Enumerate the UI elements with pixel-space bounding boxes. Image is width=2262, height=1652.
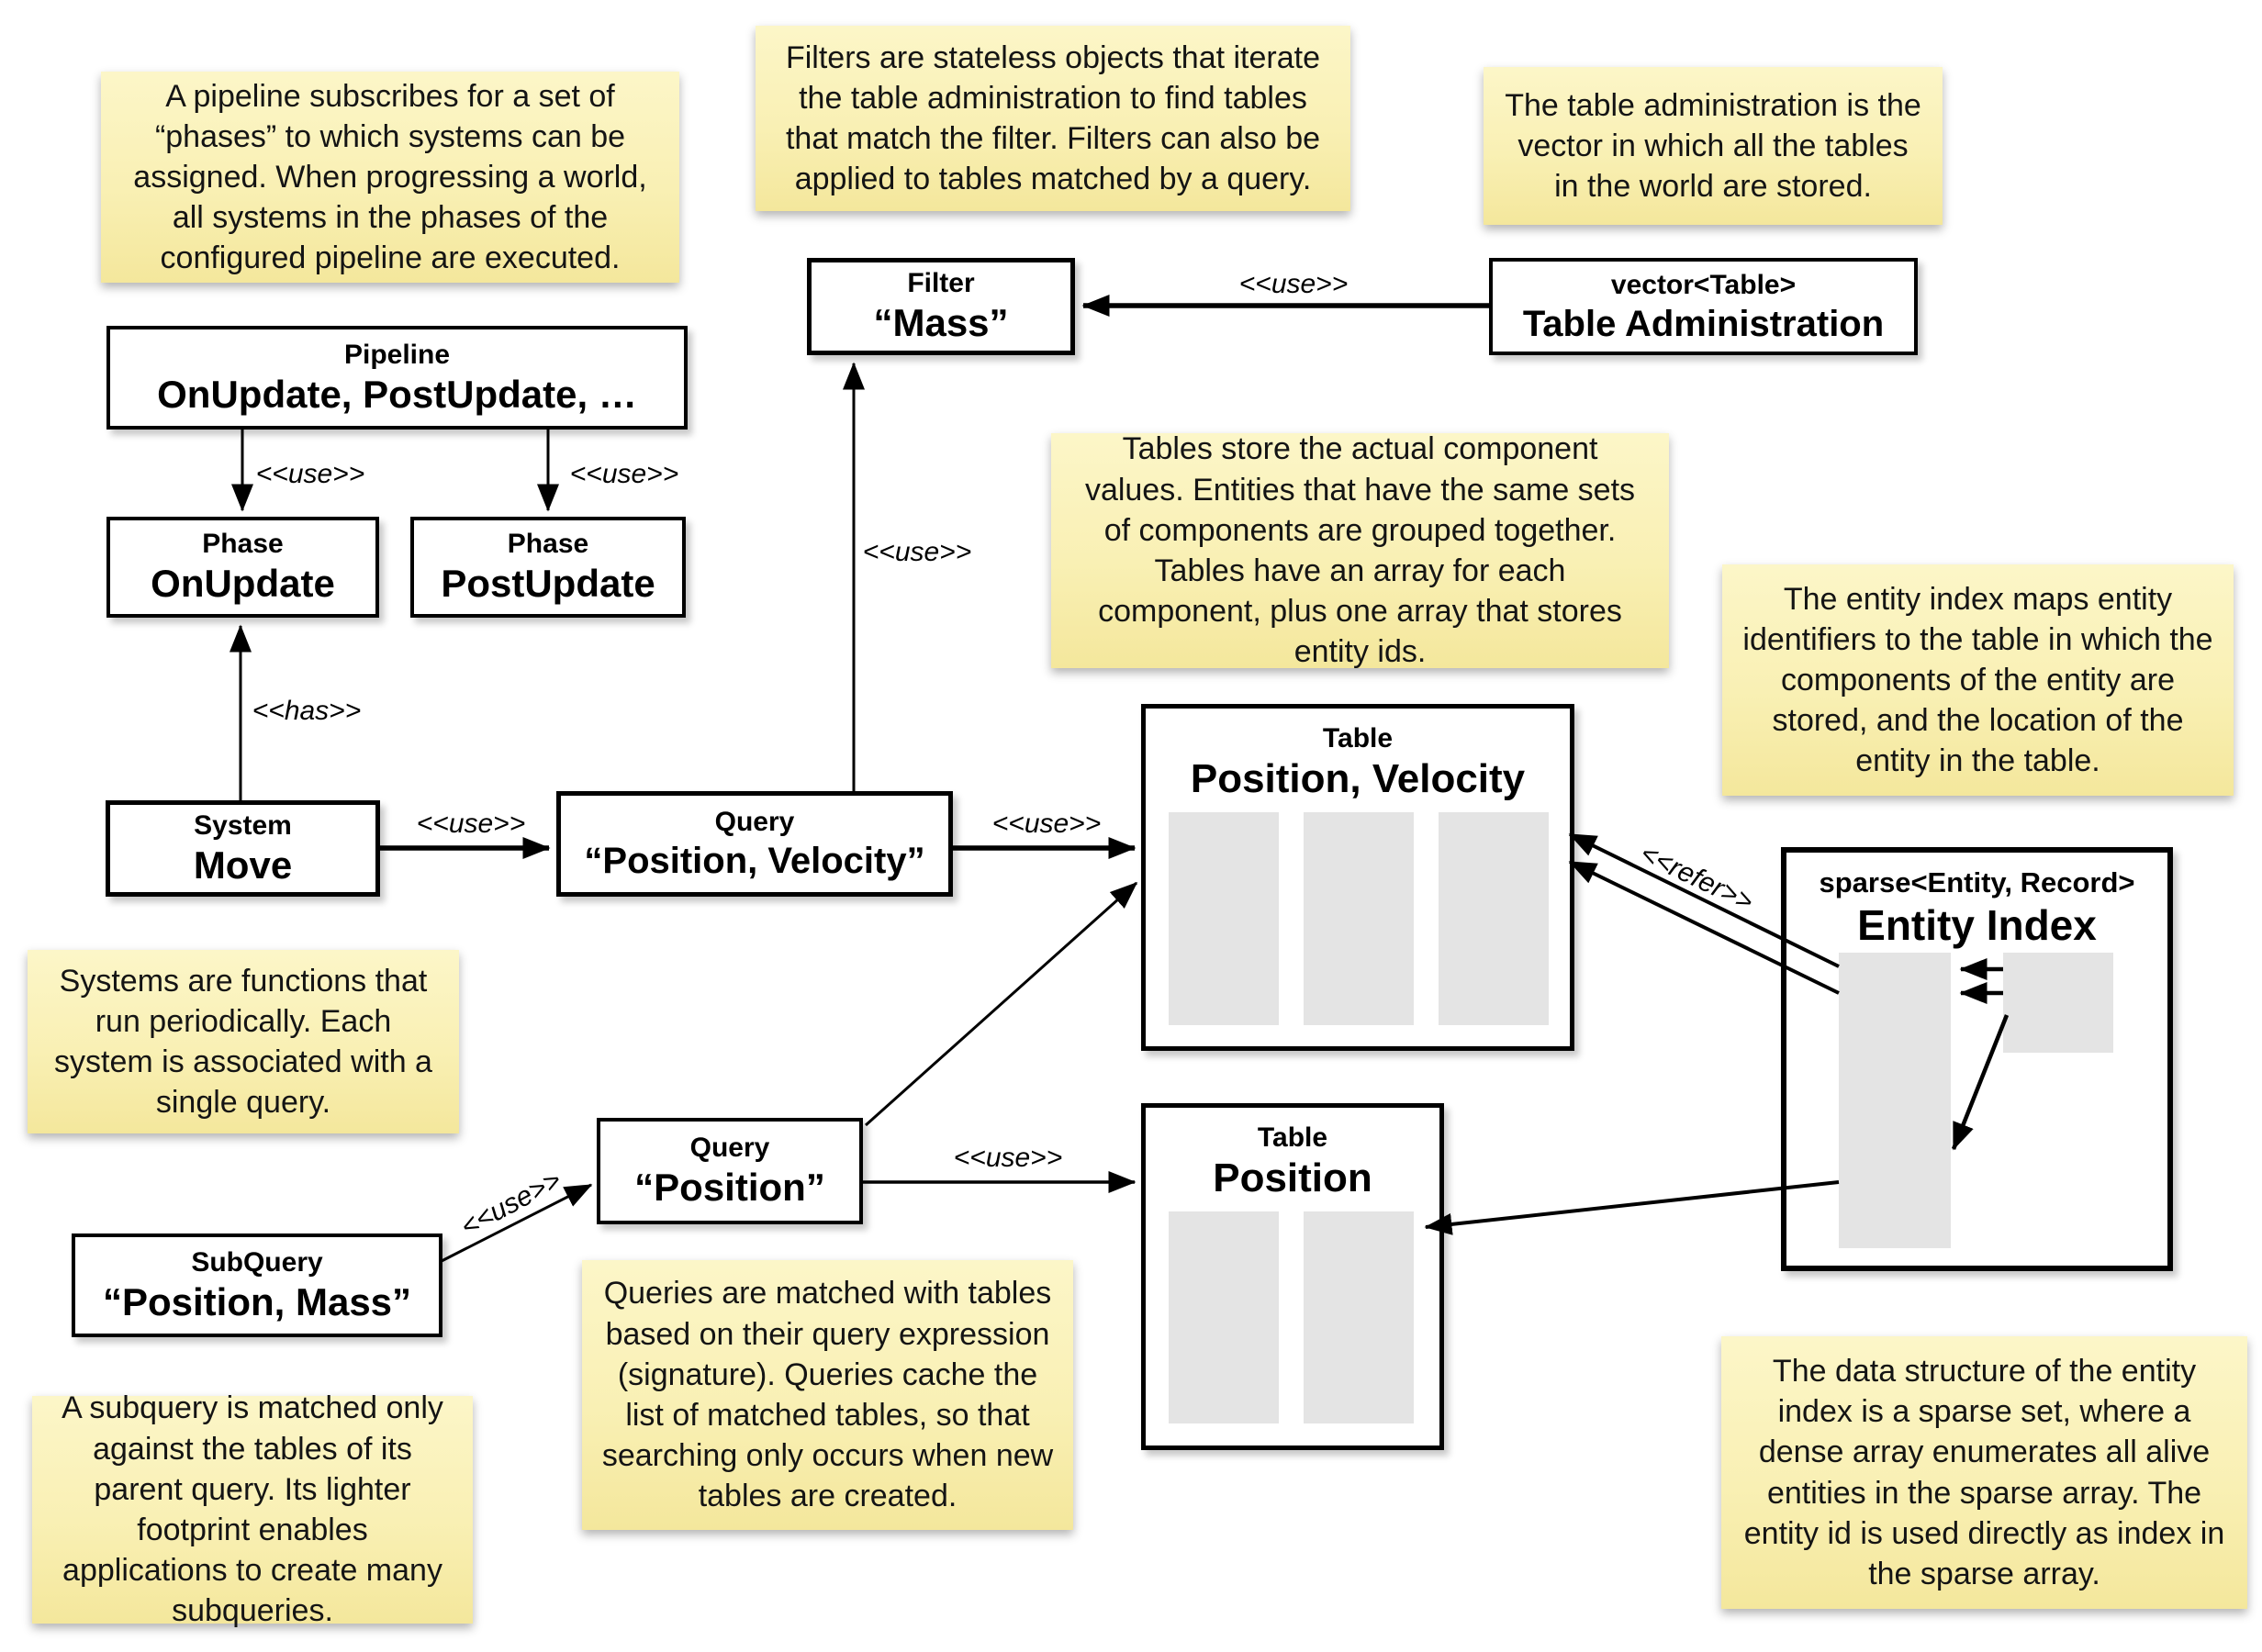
box-table-position: Table Position [1141,1103,1444,1450]
box-table-position-velocity: Table Position, Velocity [1141,704,1574,1051]
label-refer-entityindex-table: <<refer>> [1635,838,1758,918]
note-text: A pipeline subscribes for a set of “phas… [133,78,647,276]
label-use-query-table: <<use>> [991,809,1102,839]
note-text: The data structure of the entity index i… [1743,1353,2225,1591]
note-text: Queries are matched with tables based on… [601,1276,1054,1514]
label-use-query-position-table: <<use>> [953,1143,1063,1173]
box-name: OnUpdate, PostUpdate, … [157,372,637,416]
box-filter-mass: Filter “Mass” [807,258,1075,355]
label-use-subquery-query: <<use>> [455,1165,566,1243]
sparse-array [1839,953,1951,1248]
note-table-administration: The table administration is the vector i… [1484,67,1943,225]
note-text: The entity index maps entity identifiers… [1742,581,2213,779]
note-entity-index: The entity index maps entity identifiers… [1722,564,2234,796]
component-array [1169,1211,1279,1423]
arrow-entityindex-to-table-pos [1424,1180,1840,1235]
box-title: Table [1322,723,1394,753]
box-title: SubQuery [191,1246,323,1278]
box-name: “Position” [634,1166,825,1210]
note-queries: Queries are matched with tables based on… [582,1260,1073,1530]
label-has-system-phase: <<has>> [252,696,362,726]
box-name: “Mass” [873,301,1009,345]
box-name: PostUpdate [441,562,655,606]
box-title: Table [1257,1122,1328,1153]
box-title: Phase [202,529,284,560]
label-use-system-query: <<use>> [416,809,526,839]
box-name: OnUpdate [151,562,335,606]
box-title: Pipeline [343,339,451,370]
component-array [1169,812,1279,1025]
note-pipeline: A pipeline subscribes for a set of “phas… [101,72,679,283]
note-sparse-set: The data structure of the entity index i… [1721,1336,2247,1609]
box-phase-onupdate: Phase OnUpdate [106,517,379,618]
component-array [1304,812,1414,1025]
note-tables: Tables store the actual component values… [1051,431,1669,669]
box-query-position-velocity: Query “Position, Velocity” [556,791,953,897]
box-name: Position [1213,1155,1372,1200]
note-text: Tables store the actual component values… [1084,431,1636,670]
entity-id-array [1304,1211,1414,1423]
label-use-admin-filter: <<use>> [1238,269,1349,299]
entity-id-array [1439,812,1549,1025]
label-use-pipeline-onupdate: <<use>> [255,459,365,489]
note-text: Systems are functions that run periodica… [54,963,432,1121]
note-subquery: A subquery is matched only against the t… [32,1390,473,1628]
dense-array [2003,953,2113,1053]
box-table-administration: vector<Table> Table Administration [1489,258,1918,355]
label-use-pipeline-postupdate: <<use>> [569,459,679,489]
box-entity-index: sparse<Entity, Record> Entity Index [1781,847,2173,1271]
note-text: A subquery is matched only against the t… [62,1390,443,1629]
box-title: Phase [507,529,589,560]
box-title: vector<Table> [1610,269,1797,300]
box-name: “Position, Mass” [102,1279,412,1323]
box-title: Filter [907,268,975,299]
box-title: System [194,809,292,841]
box-title: Query [689,1133,770,1164]
box-system-move: System Move [106,800,380,897]
box-pipeline: Pipeline OnUpdate, PostUpdate, … [106,326,688,430]
label-use-query-filter: <<use>> [862,537,972,567]
box-name: Position, Velocity [1190,756,1526,801]
box-name: Table Administration [1522,303,1885,344]
box-name: Entity Index [1857,901,2097,950]
box-name: Move [193,843,293,887]
arrow-query-position-to-table-pv [864,881,1138,1127]
note-filters: Filters are stateless objects that itera… [756,26,1350,211]
box-query-position: Query “Position” [597,1118,863,1224]
box-name: “Position, Velocity” [584,841,925,881]
box-title: sparse<Entity, Record> [1819,866,2135,899]
box-title: Query [714,807,795,837]
box-phase-postupdate: Phase PostUpdate [410,517,686,618]
note-systems: Systems are functions that run periodica… [28,950,459,1133]
box-subquery-position-mass: SubQuery “Position, Mass” [72,1233,442,1337]
note-text: Filters are stateless objects that itera… [785,39,1321,197]
note-text: The table administration is the vector i… [1505,87,1921,205]
